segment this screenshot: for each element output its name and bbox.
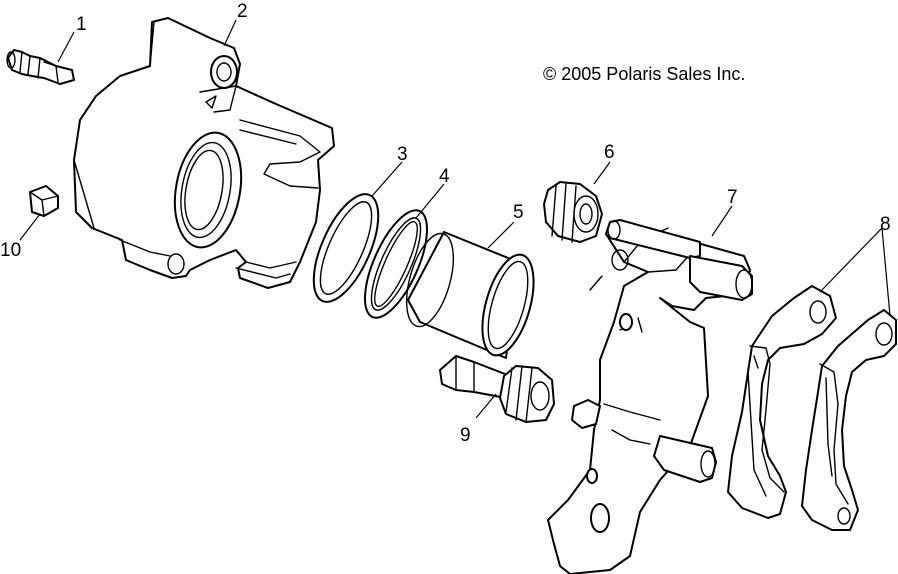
cap: [29, 185, 59, 217]
callout-5: 5: [513, 202, 524, 223]
callout-8: 8: [880, 214, 891, 235]
caliper-body: [73, 17, 335, 289]
piston: [405, 231, 535, 359]
boot: [543, 181, 603, 243]
callout-1: 1: [76, 14, 87, 35]
callout-2: 2: [237, 1, 248, 22]
seal-ring-4: [364, 209, 428, 319]
bleeder-screw: [6, 49, 75, 85]
callout-6: 6: [604, 142, 615, 163]
mounting-bracket: [547, 219, 753, 574]
callout-3: 3: [397, 144, 408, 165]
brake-pad-left: [727, 285, 837, 519]
seal-ring-3: [312, 193, 380, 303]
brake-pad-right: [801, 309, 897, 531]
copyright-text: © 2005 Polaris Sales Inc.: [543, 64, 746, 84]
callout-7: 7: [727, 187, 738, 208]
callout-labels: 1 2 3 4 5 6 7 8 9 10: [0, 1, 891, 446]
leader-lines: [19, 19, 891, 419]
callout-10: 10: [0, 240, 21, 261]
callout-9: 9: [460, 425, 471, 446]
callout-4: 4: [439, 166, 450, 187]
slide-pin: [439, 355, 555, 423]
